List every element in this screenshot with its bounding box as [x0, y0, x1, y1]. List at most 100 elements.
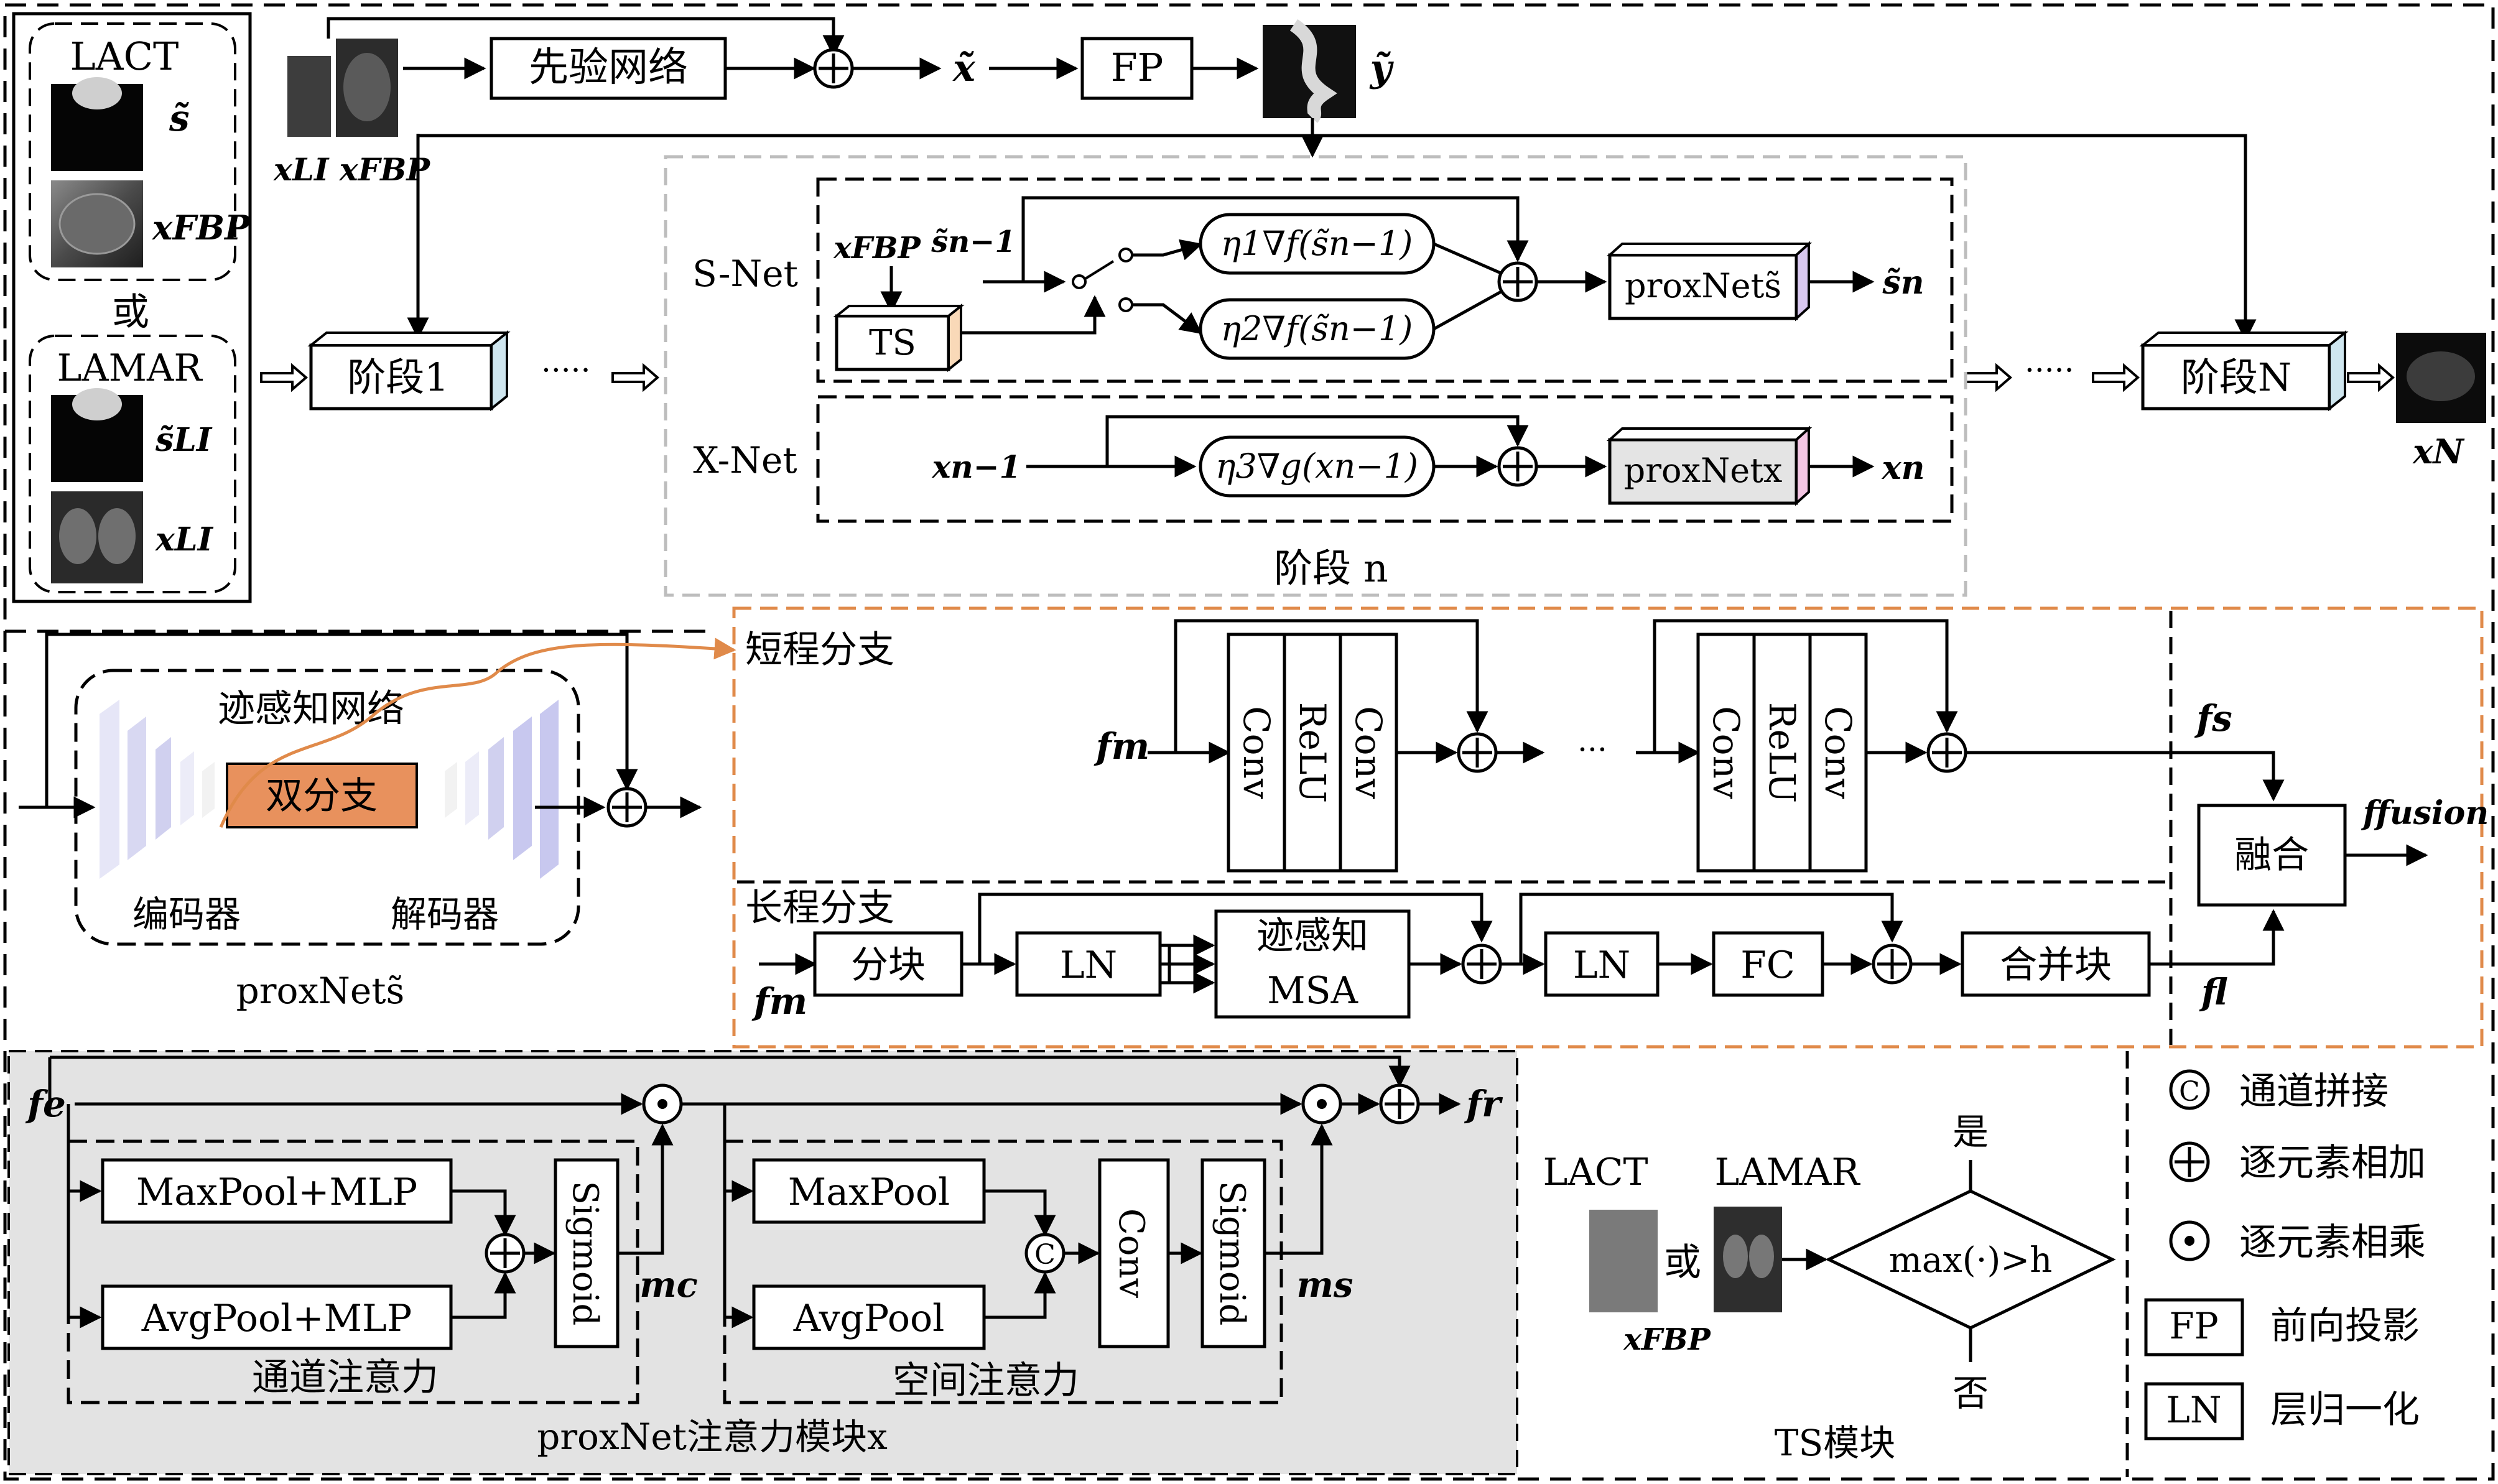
fc-label: FC [1740, 944, 1795, 987]
fp-box [1080, 37, 1194, 100]
ts-label: TS [869, 323, 916, 363]
ts-module-panel: LACT LAMAR 或 xFBP max(·)>h 是 否 TS模块 [1543, 1111, 2116, 1464]
s-tilde-label: s̃ [169, 97, 190, 139]
eta1-label: η1∇f(s̃n−1) [1221, 224, 1413, 263]
xnet-label: X-Net [693, 439, 797, 481]
snet-x-fbp: xFBP [833, 231, 921, 266]
conv-label-3: Conv [1705, 706, 1747, 799]
stage-n-label: 阶段N [2181, 355, 2291, 400]
decoder-label: 解码器 [391, 893, 499, 935]
relu-block-1 [1283, 633, 1342, 873]
spatial-conv-label: Conv [1111, 1208, 1151, 1299]
ln-box-2 [1544, 931, 1660, 997]
maxpool-label: MaxPool [788, 1171, 950, 1214]
switch-pivot-icon [1072, 274, 1087, 289]
stage-row: 阶段1 ····· ····· 阶段N xN [260, 330, 2486, 471]
ts-lact-image [1589, 1210, 1658, 1312]
patch-label: 分块 [851, 944, 926, 987]
ts-or-label: 或 [1664, 1241, 1701, 1284]
legend-mul-label: 逐元素相乘 [2239, 1221, 2426, 1264]
short-dots: ··· [1577, 731, 1607, 768]
legend-ln-box [2144, 1382, 2244, 1440]
patch-box [813, 931, 963, 997]
avgpool-box [752, 1284, 986, 1350]
ln-label-1: LN [1060, 944, 1117, 987]
ms-label: ms [1297, 1264, 1353, 1305]
fs-label: fs [2194, 697, 2232, 740]
outer-frame [3, 3, 2495, 1481]
fusion-out-label: ffusion [2361, 794, 2489, 832]
spatial-sigmoid-label: Sigmoid [1212, 1181, 1252, 1326]
input-lact-label: LACT [70, 34, 179, 79]
legend-add-label: 逐元素相加 [2239, 1141, 2426, 1185]
legend-panel: C 通道拼接 逐元素相加 逐元素相乘 FP 前向投影 LN 层归一化 [2125, 1051, 2426, 1477]
avgpool-label: AvgPool [793, 1297, 945, 1340]
stage-dots-right: ····· [2025, 352, 2074, 388]
msa-label-1: 迹感知 [1256, 914, 1368, 958]
ln-label-2: LN [1573, 944, 1630, 987]
legend-fp-box [2144, 1298, 2244, 1356]
legend-ln-label: 层归一化 [2270, 1388, 2420, 1432]
conv-label-2: Conv [1347, 706, 1390, 799]
conv-label-1: Conv [1235, 706, 1278, 799]
ts-module-caption: TS模块 [1775, 1422, 1895, 1464]
decoder-block-icon [445, 762, 457, 818]
concat-icon [2169, 1069, 2210, 1110]
merge-label: 合并块 [2000, 944, 2112, 987]
input-panel: LACT s̃ xFBP 或 LAMAR s̃LI xLI [12, 12, 252, 603]
conv-block-1 [1227, 633, 1286, 873]
conv-block-4 [1808, 633, 1868, 873]
attention-caption: proxNet注意力模块x [537, 1416, 888, 1458]
x-li-label: xLI [155, 521, 214, 559]
stage-n-caption: 阶段 n [1274, 545, 1388, 591]
snet-frame [816, 177, 1954, 383]
xnet-frame [816, 395, 1954, 523]
short-fm-label: fm [1093, 725, 1149, 768]
x-n-output-label: xN [2412, 432, 2465, 471]
msa-box [1214, 909, 1411, 1019]
trace-net-label: 迹感知网络 [218, 687, 404, 731]
fusion-box [2197, 804, 2347, 907]
encoder-block-icon [100, 700, 119, 879]
fe-label: fe [25, 1083, 66, 1125]
fl-label: fl [2199, 971, 2227, 1013]
ts-no-label: 否 [1952, 1372, 1989, 1414]
legend-fp-label: 前向投影 [2270, 1304, 2420, 1348]
encoder-label: 编码器 [132, 893, 241, 935]
legend-fp-box-label: FP [2169, 1305, 2218, 1347]
legend-ln-box-label: LN [2166, 1389, 2221, 1431]
fp-label: FP [1111, 45, 1164, 90]
ln-box-1 [1015, 931, 1162, 997]
legend-concat-label: 通道拼接 [2239, 1070, 2389, 1113]
eta2-label: η2∇f(s̃n−1) [1221, 309, 1413, 348]
y-tilde-label: ỹ [1369, 47, 1395, 90]
dual-branch-panel: 短程分支 长程分支 fm Conv ReLU Conv ··· Conv ReL… [732, 606, 2489, 1049]
xnet-x-out: xn [1882, 449, 1925, 487]
snet-s-out: s̃n [1882, 264, 1924, 302]
ts-lact-label: LACT [1543, 1151, 1648, 1194]
input-lamar-label: LAMAR [57, 346, 203, 390]
merge-box [1961, 931, 2151, 997]
prior-net-box [490, 37, 727, 100]
attention-module-panel: fe fr MaxPool+MLP AvgPool+MLP Sigmoid mc [7, 1050, 1518, 1475]
channel-att-label: 通道注意力 [252, 1356, 439, 1399]
snet-proxnet-label: proxNets̃ [1625, 266, 1781, 305]
snet-label: S-Net [692, 253, 798, 295]
fusion-label: 融合 [2234, 833, 2309, 877]
svg-text:C: C [2179, 1076, 2200, 1108]
ts-decision-diamond [1825, 1189, 2116, 1330]
fc-box [1712, 931, 1824, 997]
stage-1-label: 阶段1 [347, 355, 448, 400]
x-li-fbp-label: xLI xFBP [273, 151, 430, 188]
snet-s-prev: s̃n−1 [931, 225, 1016, 259]
prior-net-label: 先验网络 [529, 45, 688, 91]
conv-block-2 [1339, 633, 1398, 873]
stage-n-detail: 阶段 n S-Net xFBP s̃n−1 TS η1∇f(s̃n−1) η2∇… [664, 155, 1967, 597]
mc-label: mc [639, 1264, 697, 1305]
avgpool-mlp-box [101, 1284, 453, 1350]
ts-box [835, 314, 950, 371]
xnet-x-prev: xn−1 [932, 448, 1021, 485]
svg-text:C: C [1034, 1239, 1056, 1271]
stage-dots-left: ····· [541, 352, 590, 388]
